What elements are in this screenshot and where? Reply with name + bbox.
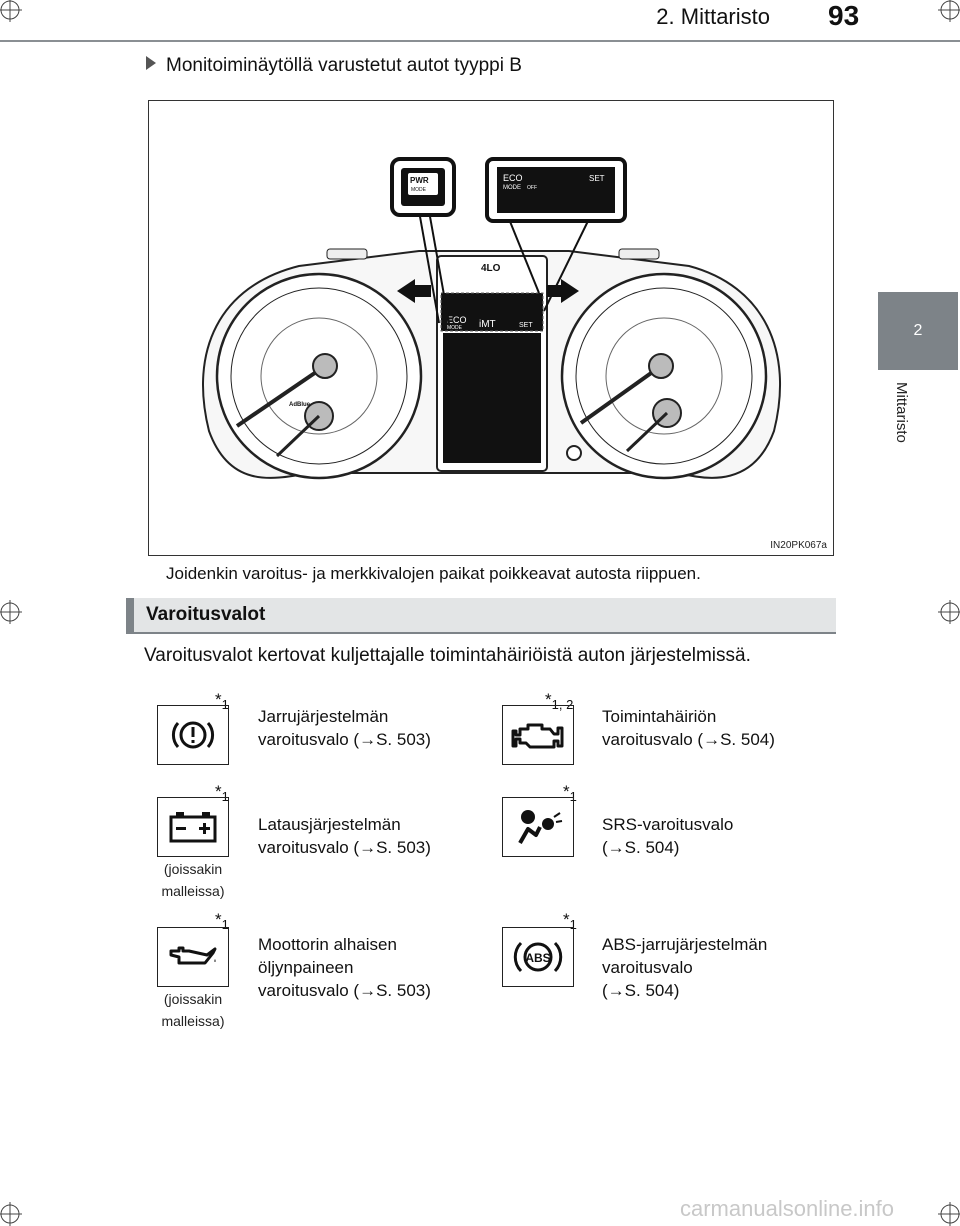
footnote-marker: *1, 2 — [545, 690, 574, 712]
crop-mark-icon — [0, 1202, 22, 1226]
chapter-tab-label: Mittaristo — [893, 382, 910, 443]
center-imt-label: iMT — [479, 319, 496, 330]
instrument-cluster-figure: 4LO ECO MODE iMT SET PWR MODE ECO MODE O… — [148, 100, 834, 556]
intro-text: Varoitusvalot kertovat kuljettajalle toi… — [144, 645, 751, 666]
center-eco-label: ECO — [447, 315, 467, 325]
footnote-marker: *1 — [215, 782, 229, 804]
center-mode-label: MODE — [447, 325, 463, 331]
check-engine-icon — [502, 705, 574, 765]
footnote-marker: *1 — [215, 690, 229, 712]
crop-mark-icon — [0, 0, 22, 22]
model-note: (joissakin malleissa) — [161, 991, 225, 1029]
brake-warning-icon — [157, 705, 229, 765]
callout-set-label: SET — [589, 174, 605, 183]
header-rule — [0, 40, 960, 42]
abs-icon: ABS — [502, 927, 574, 987]
watermark: carmanualsonline.info — [680, 1196, 895, 1221]
chapter-title: 2. Mittaristo — [656, 4, 770, 29]
chapter-tab[interactable]: 2 — [878, 292, 958, 370]
crop-mark-icon — [938, 0, 960, 22]
abs-label: ABS — [525, 951, 550, 965]
page-number: 93 — [828, 0, 860, 31]
triangle-bullet-icon — [146, 56, 156, 70]
callout-off-label: OFF — [527, 185, 537, 191]
center-set-label: SET — [519, 322, 533, 329]
callout-eco-label: ECO — [503, 173, 523, 183]
crop-mark-icon — [0, 600, 22, 624]
callout-mode-label: MODE — [503, 185, 521, 191]
battery-icon — [157, 797, 229, 857]
crop-mark-icon — [938, 1202, 960, 1226]
footnote-marker: *1 — [563, 910, 577, 932]
figure-id: IN20PK067a — [770, 540, 827, 551]
pwr-mode-label: MODE — [411, 187, 427, 193]
oil-pressure-icon — [157, 927, 229, 987]
srs-airbag-icon — [502, 797, 574, 857]
warning-description: SRS-varoitusvalo(→S. 504) — [602, 815, 734, 857]
figure-caption: Joidenkin varoitus- ja merkkivalojen pai… — [166, 564, 701, 583]
pwr-label: PWR — [410, 176, 429, 185]
subheading: Monitoiminäytöllä varustetut autot tyypp… — [146, 55, 522, 77]
adblue-label: AdBlue — [289, 402, 311, 408]
footnote-marker: *1 — [215, 910, 229, 932]
model-note: (joissakin malleissa) — [161, 861, 225, 899]
crop-mark-icon — [938, 600, 960, 624]
footnote-marker: *1 — [563, 782, 577, 804]
section-heading: Varoitusvalot — [126, 598, 836, 634]
center-4lo-label: 4LO — [481, 263, 501, 274]
